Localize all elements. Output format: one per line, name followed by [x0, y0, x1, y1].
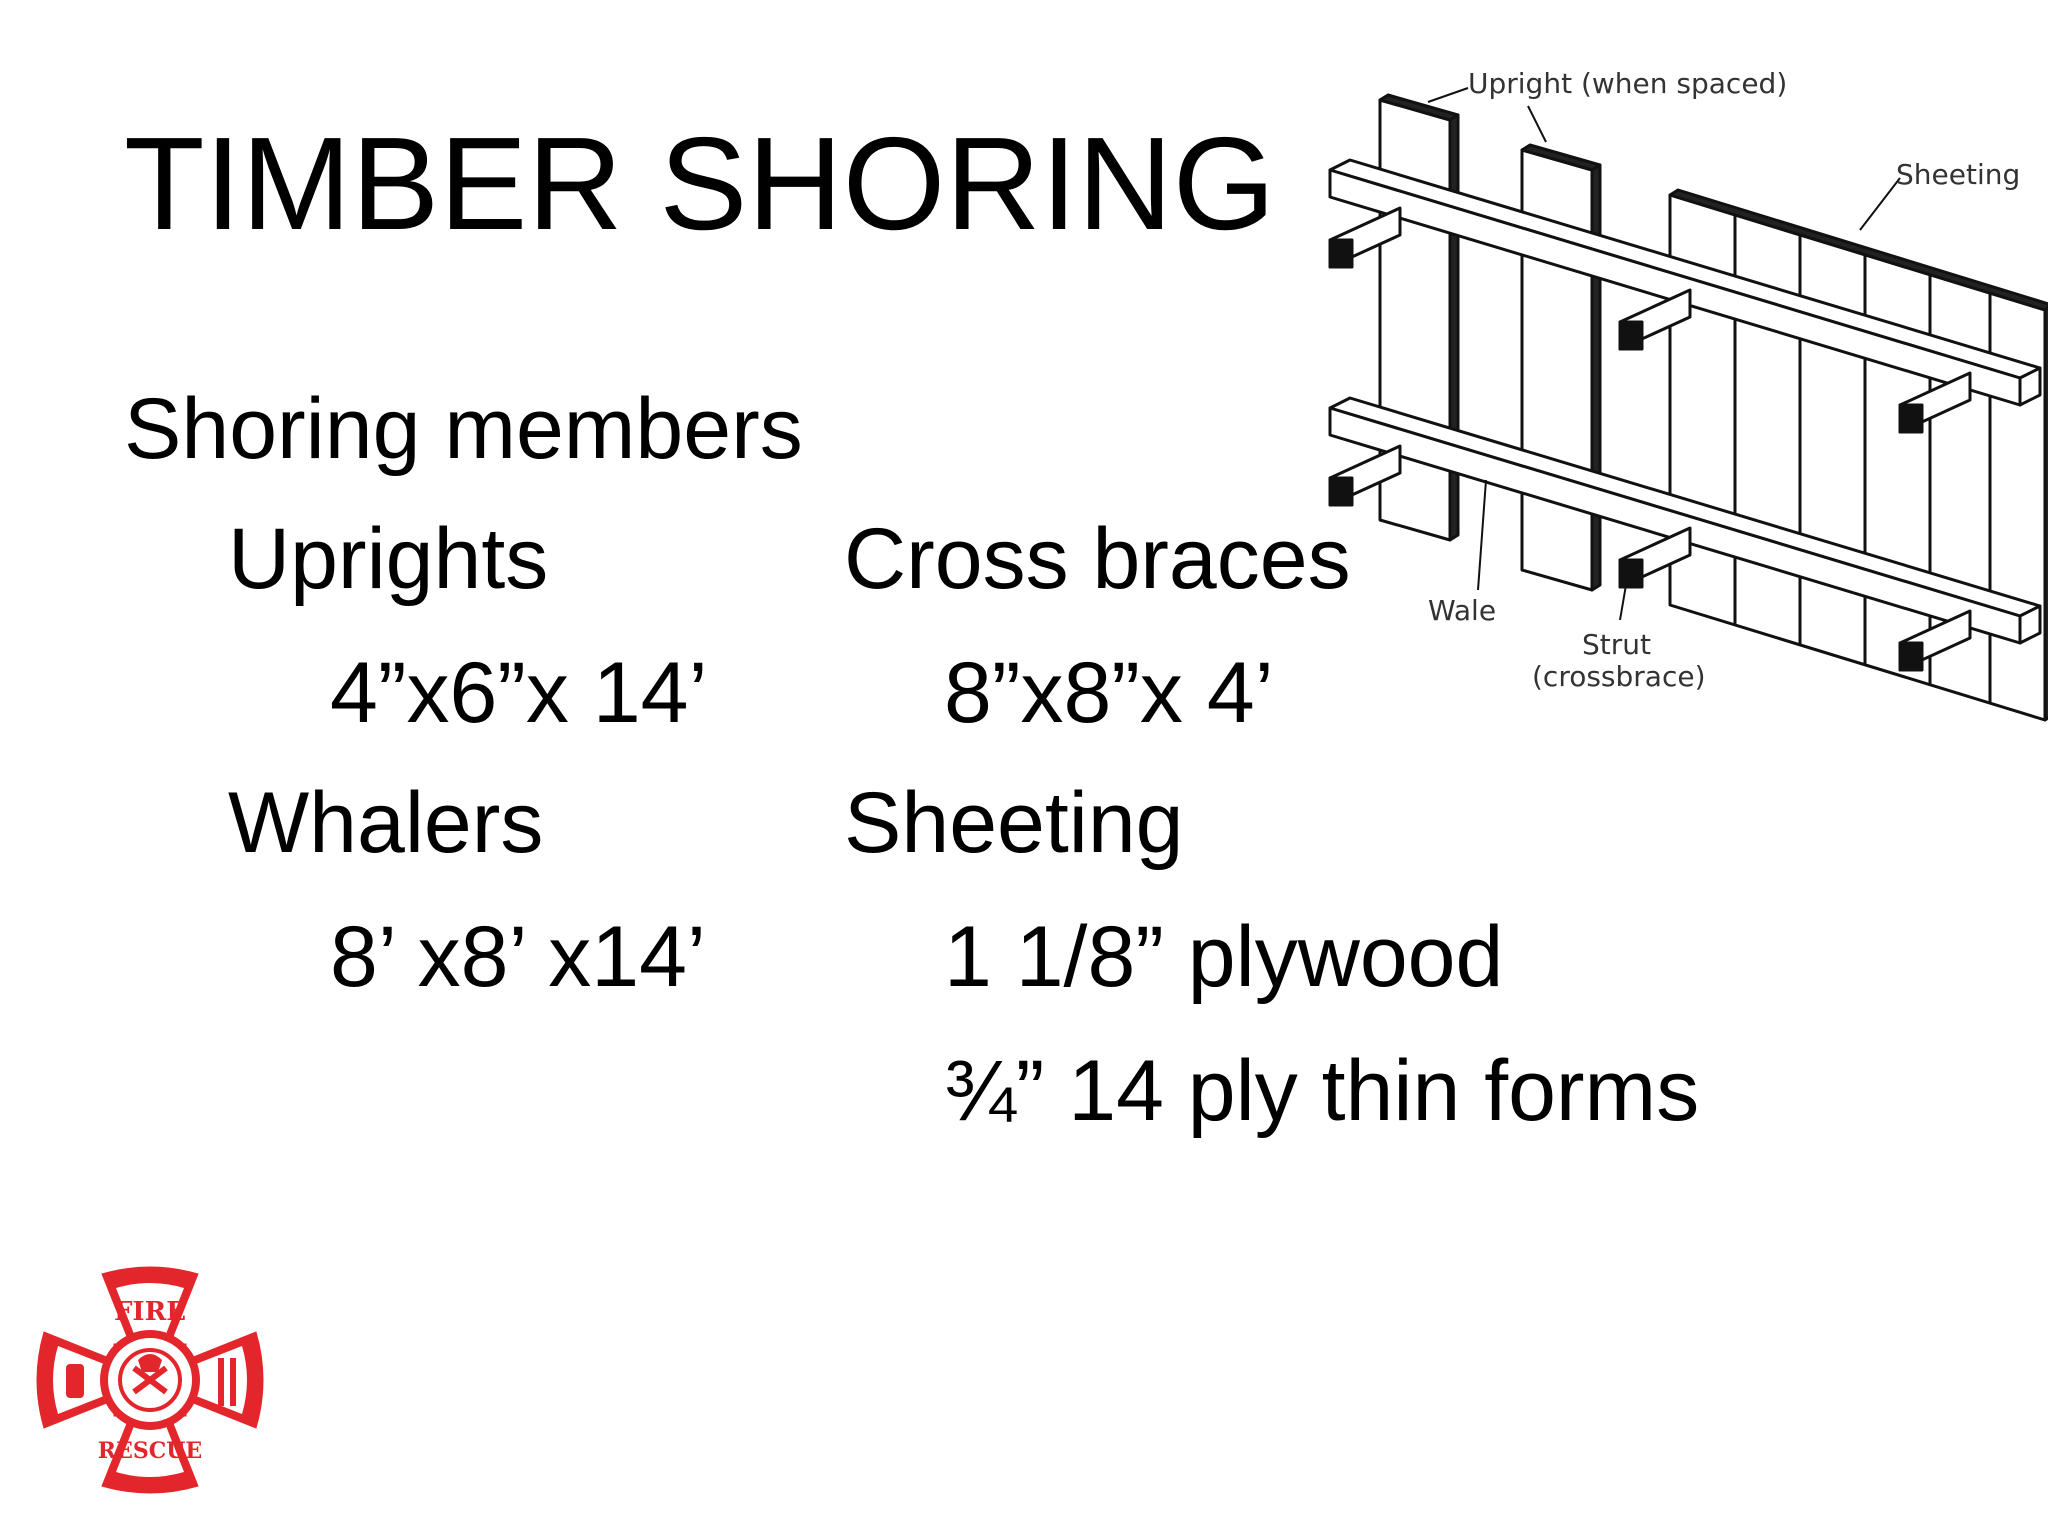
spec-uprights: 4”x6”x 14’: [330, 645, 708, 741]
spec-sheeting-thin-forms: ¾” 14 ply thin forms: [944, 1043, 1700, 1139]
logo-text-fire: FIRE: [114, 1297, 186, 1327]
heading-shoring-members: Shoring members: [124, 381, 803, 477]
item-whalers: Whalers: [228, 775, 544, 871]
label-upright: Upright (when spaced): [1468, 67, 1787, 100]
item-sheeting: Sheeting: [844, 775, 1184, 871]
label-crossbrace: (crossbrace): [1532, 660, 1706, 693]
item-cross-braces: Cross braces: [844, 511, 1351, 607]
slide-title: TIMBER SHORING: [124, 110, 1276, 257]
fire-rescue-logo: FIRE RESCUE: [30, 1260, 270, 1500]
label-strut: Strut: [1582, 628, 1651, 661]
item-uprights: Uprights: [228, 511, 549, 607]
spec-whalers: 8’ x8’ x14’: [330, 909, 707, 1005]
spec-cross-braces: 8”x8”x 4’: [944, 645, 1274, 741]
label-wale: Wale: [1428, 594, 1496, 627]
timber-shoring-diagram: Upright (when spaced) Sheeting Wale Stru…: [1300, 60, 2048, 740]
logo-text-rescue: RESCUE: [98, 1438, 202, 1464]
spec-sheeting-plywood: 1 1/8” plywood: [944, 909, 1504, 1005]
label-sheeting: Sheeting: [1896, 158, 2020, 191]
